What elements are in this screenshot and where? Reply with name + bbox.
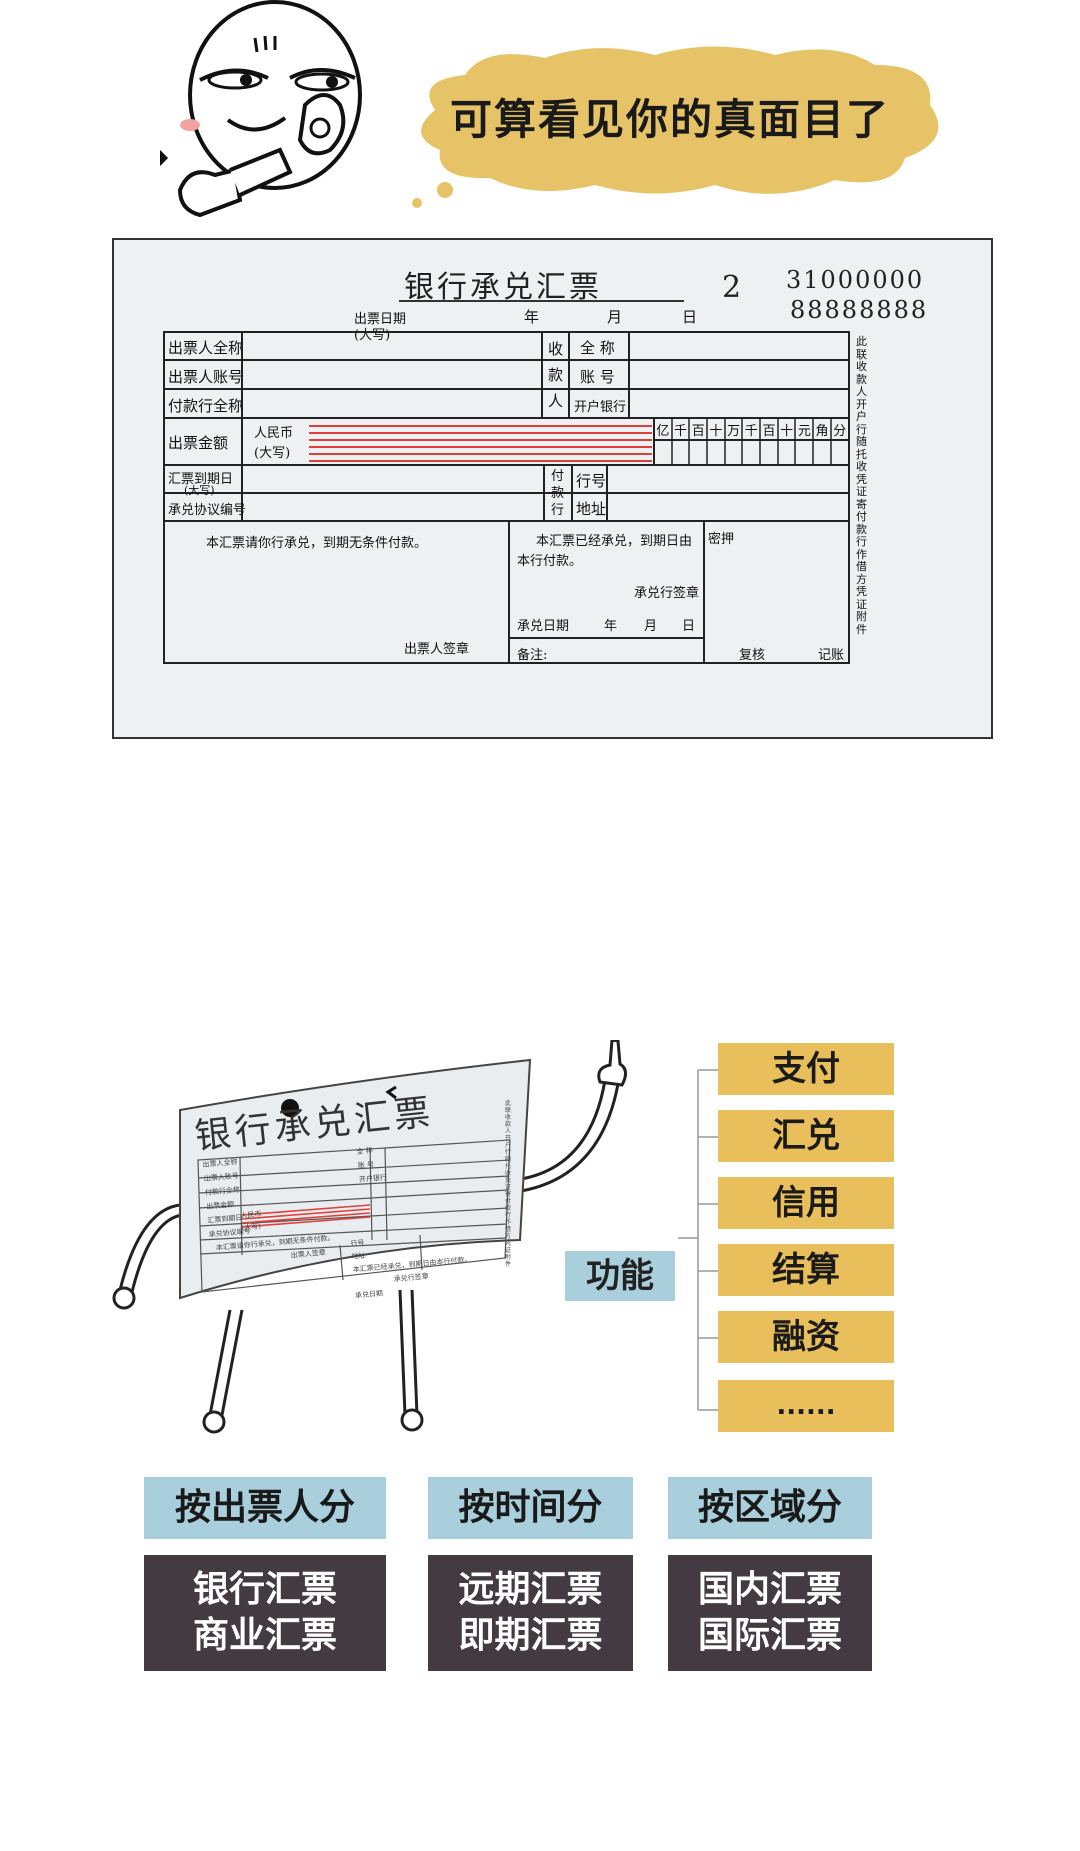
bill-grid: [163, 331, 850, 664]
category-by-region-item-2: 国际汇票: [697, 1615, 842, 1656]
digit-bai: 百: [691, 424, 705, 439]
issue-date-label: 出票日期: [354, 312, 407, 327]
secret-label: 密押: [708, 532, 735, 547]
bill-side-note: 此联收款人开户行随托收凭证寄付款行作借方凭证附件: [856, 335, 867, 636]
category-by-time-head: 按时间分: [428, 1477, 633, 1539]
bill-title: 银行承兑汇票: [404, 270, 602, 305]
drawer-name-label: 出票人全称: [168, 339, 244, 357]
amount-digit-headers: 亿 千 百 十 万 千 百 十 元 角 分: [654, 420, 849, 440]
meme-face-illustration: [160, 0, 362, 218]
issue-year: 年: [524, 308, 540, 326]
amount-label: 出票金额: [168, 434, 229, 452]
bank-code-label: 行号: [576, 472, 607, 490]
agreement-label: 承兑协议编号: [168, 503, 247, 518]
bill-serial-bottom: 88888888: [790, 296, 929, 324]
accept-day: 日: [682, 619, 696, 634]
function-exchange: 汇兑: [718, 1110, 894, 1162]
category-by-time-item-1: 远期汇票: [458, 1569, 603, 1610]
bill-character-illustration: [112, 1040, 627, 1434]
digit-yi: 亿: [656, 424, 670, 439]
drawer-sign-label: 出票人签章: [404, 642, 470, 657]
function-payment: 支付: [718, 1043, 894, 1095]
drawer-statement: 本汇票请你行承兑，到期无条件付款。: [206, 536, 428, 551]
payee-side-label: 收款人: [548, 340, 564, 410]
digit-fen: 分: [833, 424, 847, 439]
bill-title-underline: [399, 300, 684, 302]
function-financing: 融资: [718, 1311, 894, 1363]
speech-bubble: [412, 46, 939, 208]
rmb-sub-label: (大写): [254, 446, 291, 461]
accept-sign-label: 承兑行签章: [634, 586, 700, 601]
digit-shi: 十: [709, 424, 723, 439]
character-bill-mini-lower: 行号 地址 本汇票已经承兑，到期日由本行付款。 承兑行签章 承兑日期: [350, 1228, 474, 1303]
digit-bai2: 百: [762, 424, 776, 439]
speech-bubble-text: 可算看见你的真面目了: [449, 95, 890, 144]
digit-qian: 千: [674, 424, 688, 439]
digit-wan: 万: [727, 424, 741, 439]
payer-side-label: 付款行: [551, 469, 565, 518]
payee-name-label: 全 称: [580, 339, 615, 357]
bill-serial-top: 31000000: [786, 266, 925, 294]
character-bill-side-note: 此联收款人开户行随托收凭证寄付款行作借方凭证附件: [505, 1100, 512, 1268]
category-by-drawer-item-1: 银行汇票: [192, 1569, 337, 1610]
functions-label: 功能: [565, 1251, 675, 1301]
function-more: ......: [718, 1380, 894, 1432]
functions-bracket: [678, 1069, 718, 1411]
digit-shi2: 十: [780, 424, 794, 439]
mini-rmb-sub: (大写): [241, 1222, 262, 1232]
accept-year: 年: [604, 619, 618, 634]
category-by-region-item-1: 国内汇票: [697, 1569, 842, 1610]
character-bill-mini-middle: 人民币 (大写): [240, 1208, 263, 1234]
remark-label: 备注:: [517, 648, 548, 663]
character-bill-mini-labels: 出票人全称 出票人账号 付款行全称 出票金额 汇票到期日 承兑协议编号 本汇票请…: [202, 1147, 336, 1269]
issue-day: 日: [682, 308, 698, 326]
function-credit: 信用: [718, 1177, 894, 1229]
category-by-time-body: 远期汇票 即期汇票: [428, 1555, 633, 1671]
digit-qian2: 千: [744, 424, 758, 439]
category-by-drawer-body: 银行汇票 商业汇票: [144, 1555, 386, 1671]
category-by-region-body: 国内汇票 国际汇票: [668, 1555, 872, 1671]
rmb-label: 人民币: [254, 426, 294, 441]
mini-payee-bank: 开户银行: [358, 1173, 388, 1184]
function-settlement: 结算: [718, 1244, 894, 1296]
bank-acceptance-bill: 银行承兑汇票 2 31000000 88888888 出票日期 (大写) 年 月…: [112, 238, 993, 739]
category-by-time-item-2: 即期汇票: [458, 1615, 603, 1656]
address-label: 地址: [576, 500, 607, 518]
accept-statement-1: 本汇票已经承兑，到期日由: [536, 534, 693, 549]
accept-month: 月: [644, 619, 658, 634]
character-bill-mini-right: 全 称 账 号 开户银行: [356, 1143, 388, 1187]
record-label: 记账: [818, 648, 845, 663]
accept-date-label: 承兑日期: [517, 619, 570, 634]
category-by-drawer-head: 按出票人分: [144, 1477, 386, 1539]
bill-copy-number: 2: [722, 270, 744, 305]
category-by-drawer-item-2: 商业汇票: [192, 1615, 337, 1656]
issue-month: 月: [607, 308, 623, 326]
due-date-sub: (大写): [184, 484, 215, 497]
payer-bank-label: 付款行全称: [168, 397, 244, 415]
drawer-account-label: 出票人账号: [168, 368, 244, 386]
category-by-region-head: 按区域分: [668, 1477, 872, 1539]
payee-account-label: 账 号: [580, 368, 615, 386]
accept-statement-2: 本行付款。: [517, 554, 583, 569]
review-label: 复核: [739, 648, 766, 663]
due-date-label: 汇票到期日: [168, 472, 234, 487]
digit-yuan: 元: [797, 424, 811, 439]
payee-bank-label: 开户银行: [574, 400, 627, 415]
digit-jiao: 角: [815, 424, 829, 439]
